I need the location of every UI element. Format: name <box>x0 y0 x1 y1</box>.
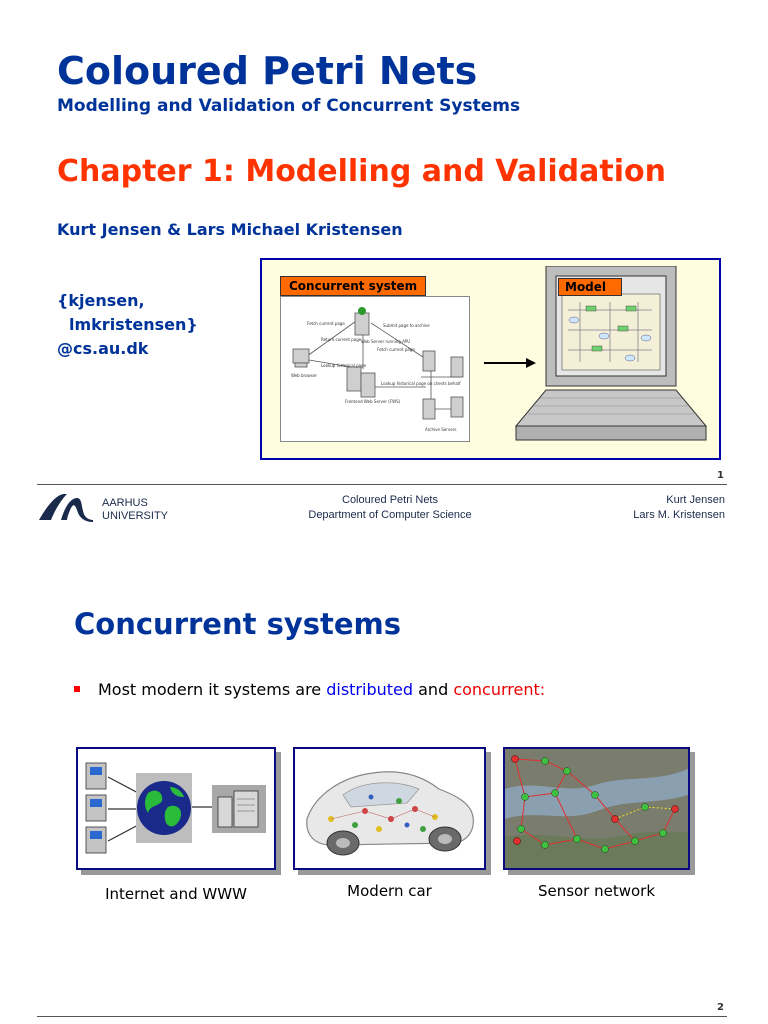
footer-author: Lars M. Kristensen <box>633 509 725 521</box>
network-diagram-icon: Fetch current page Return current page W… <box>291 307 464 432</box>
svg-text:Fetch current page: Fetch current page <box>307 321 345 326</box>
svg-text:Archive Servers: Archive Servers <box>425 427 456 432</box>
car-icon <box>306 771 474 856</box>
footer-department: Department of Computer Science <box>308 509 472 521</box>
footer-author: Kurt Jensen <box>666 494 725 506</box>
picture-caption: Modern car <box>347 882 432 900</box>
slide-1: Coloured Petri Nets Modelling and Valida… <box>37 49 727 523</box>
svg-text:Return current page: Return current page <box>321 337 362 342</box>
footer-authors: Kurt Jensen Lars M. Kristensen <box>633 493 725 523</box>
footer-divider <box>37 1016 727 1017</box>
svg-text:Lookup historical page: Lookup historical page <box>321 363 367 368</box>
slide-2: Concurrent systems Most modern it system… <box>0 535 768 1024</box>
bullet-square-icon <box>74 685 80 692</box>
internet-picture <box>76 747 276 870</box>
arrow-right-icon <box>484 358 536 368</box>
slide-subtitle: Modelling and Validation of Concurrent S… <box>57 96 521 116</box>
university-name-line: UNIVERSITY <box>102 510 169 522</box>
slide-title: Concurrent systems <box>74 607 402 641</box>
aarhus-university-logo-icon <box>39 494 93 522</box>
page-number: 2 <box>717 1002 724 1013</box>
picture-caption: Sensor network <box>537 882 656 900</box>
concurrent-system-diagram: Fetch current page Return current page W… <box>280 296 470 442</box>
svg-text:Web browser: Web browser <box>291 373 317 378</box>
sensor-network-map-icon <box>505 749 688 868</box>
sensor-network-picture <box>503 747 690 870</box>
svg-text:Lookup historical page on clie: Lookup historical page on clients behalf <box>381 381 461 386</box>
chapter-heading: Chapter 1: Modelling and Validation <box>57 154 666 189</box>
bullet-text: Most modern it systems are <box>98 680 327 699</box>
svg-text:Fetch current page: Fetch current page <box>377 347 415 352</box>
internet-network-icon <box>85 762 266 854</box>
email-line: lmkristensen} <box>69 315 198 334</box>
footer-course: Coloured Petri Nets <box>342 494 438 506</box>
footer-divider <box>37 484 727 485</box>
bullet-item: Most modern it systems are distributed a… <box>74 680 545 699</box>
authors: Kurt Jensen & Lars Michael Kristensen <box>57 220 403 239</box>
page-number: 1 <box>717 470 724 481</box>
bullet-text: and <box>413 680 454 699</box>
svg-text:Web Server running APU: Web Server running APU <box>361 339 410 344</box>
email-line: @cs.au.dk <box>57 339 149 358</box>
slide-title: Coloured Petri Nets <box>57 49 478 93</box>
svg-text:Frontend Web Server (FWS): Frontend Web Server (FWS) <box>345 399 401 404</box>
svg-text:Submit page to archive: Submit page to archive <box>383 323 430 328</box>
car-picture <box>293 747 486 870</box>
modelling-figure: Fetch current page Return current page W… <box>260 258 721 460</box>
bullet-highlight-distributed: distributed <box>326 680 414 699</box>
university-name-line: AARHUS <box>102 497 148 509</box>
footer-center: Coloured Petri Nets Department of Comput… <box>290 493 490 523</box>
email-address: {kjensen, lmkristensen} @cs.au.dk <box>57 289 198 361</box>
model-label: Model <box>558 278 622 296</box>
bullet-highlight-concurrent: concurrent: <box>453 680 546 699</box>
university-name: AARHUS UNIVERSITY <box>102 497 168 523</box>
email-line: {kjensen, <box>57 291 145 310</box>
picture-caption: Internet and WWW <box>105 885 247 903</box>
concurrent-system-label: Concurrent system <box>280 276 427 296</box>
